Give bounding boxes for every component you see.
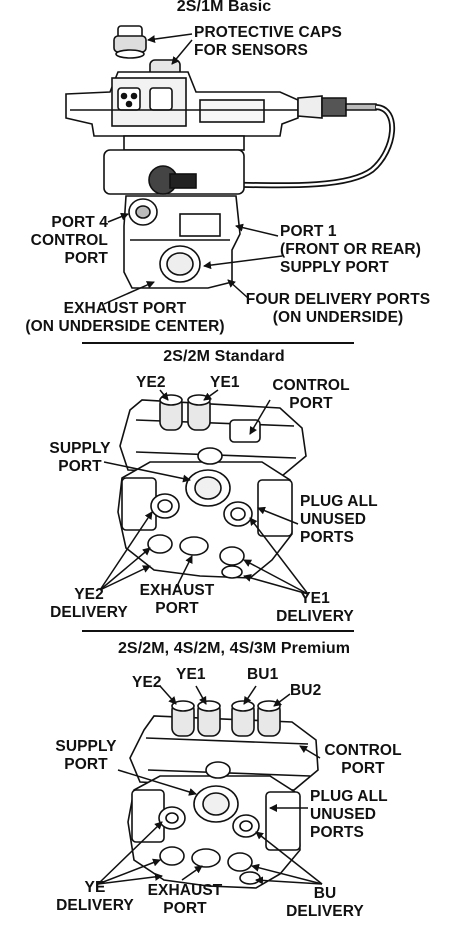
section-divider-2 — [82, 630, 354, 632]
label-ye2-premium: YE2 — [132, 674, 162, 691]
label-bu2: BU2 — [290, 682, 322, 699]
label-ye1-standard: YE1 — [210, 374, 240, 391]
label-control-port-premium: CONTROL PORT — [324, 742, 402, 777]
label-port-1: PORT 1 (FRONT OR REAR) SUPPLY PORT — [280, 223, 421, 276]
label-port-4: PORT 4 CONTROL PORT — [30, 214, 108, 267]
standard-section-title: 2S/2M Standard — [163, 348, 285, 365]
label-four-delivery-ports: FOUR DELIVERY PORTS (ON UNDERSIDE) — [245, 291, 431, 326]
protective-cap-loose — [113, 25, 147, 59]
label-ye-delivery: YE DELIVERY — [56, 879, 134, 914]
section-divider-1 — [82, 342, 354, 344]
label-protective-caps: PROTECTIVE CAPS FOR SENSORS — [194, 24, 342, 59]
label-plug-unused-premium: PLUG ALL UNUSED PORTS — [310, 788, 388, 841]
label-bu-delivery: BU DELIVERY — [286, 885, 364, 920]
label-ye1-delivery: YE1 DELIVERY — [276, 590, 354, 625]
label-control-port-standard: CONTROL PORT — [272, 377, 350, 412]
premium-valve-drawing — [127, 700, 319, 889]
label-exhaust-port-basic: EXHAUST PORT (ON UNDERSIDE CENTER) — [25, 300, 225, 335]
label-ye2-standard: YE2 — [136, 374, 166, 391]
label-ye2-delivery: YE2 DELIVERY — [50, 586, 128, 621]
label-exhaust-port-premium: EXHAUST PORT — [147, 882, 223, 917]
label-supply-port-standard: SUPPLY PORT — [49, 440, 111, 475]
label-bu1: BU1 — [247, 666, 279, 683]
premium-section-title: 2S/2M, 4S/2M, 4S/3M Premium — [117, 640, 351, 657]
label-ye1-premium: YE1 — [176, 666, 206, 683]
label-exhaust-port-standard: EXHAUST PORT — [139, 582, 215, 617]
label-plug-unused-standard: PLUG ALL UNUSED PORTS — [300, 493, 378, 546]
label-supply-port-premium: SUPPLY PORT — [55, 738, 117, 773]
basic-section-title: 2S/1M Basic — [176, 0, 272, 15]
leader-lines — [97, 33, 323, 885]
